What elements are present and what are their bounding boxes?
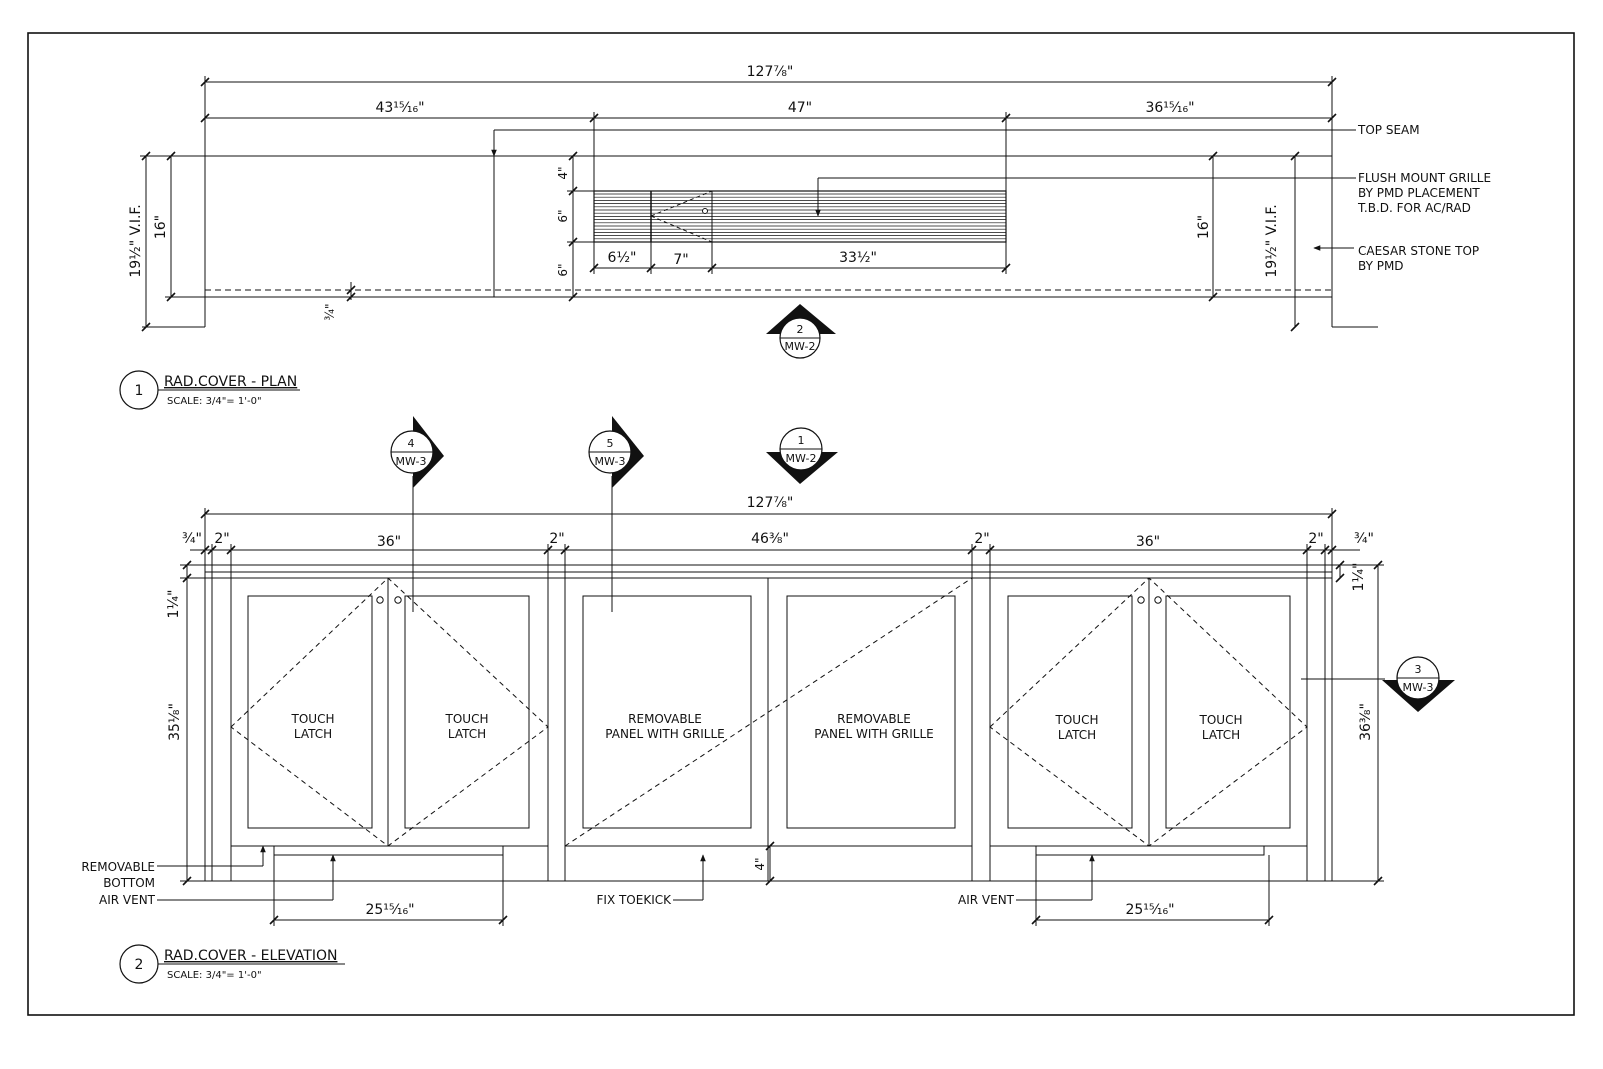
panel-1-label-b: LATCH [294, 727, 332, 741]
plan-note-top-seam: TOP SEAM [1357, 123, 1420, 137]
plan-dim-grille-top: 4" [556, 166, 570, 179]
svg-text:SCALE: 3/4"= 1'-0": SCALE: 3/4"= 1'-0" [167, 970, 262, 981]
svg-text:MW-3: MW-3 [1403, 681, 1434, 694]
panel-2 [404, 595, 530, 829]
plan-note-top-2: BY PMD [1358, 259, 1404, 273]
elev-section-tag-1: 1 MW-2 [766, 427, 838, 484]
elev-dim-stile-l: 2" [214, 531, 229, 547]
plan-dim-edge: ¾" [323, 303, 337, 320]
svg-text:MW-3: MW-3 [396, 455, 427, 468]
panel-3 [582, 595, 752, 829]
elev-note-removable-bottom-b: BOTTOM [103, 876, 155, 890]
elev-note-fix-toekick: FIX TOEKICK [597, 893, 673, 907]
plan-note-grille-1: FLUSH MOUNT GRILLE [1358, 171, 1491, 185]
svg-text:1: 1 [798, 434, 805, 447]
svg-text:RAD.COVER - ELEVATION: RAD.COVER - ELEVATION [164, 948, 337, 964]
elev-dim-height-r: 36⅜" [1358, 703, 1374, 741]
elev-dim-vent-r: 25¹⁵⁄₁₆" [1125, 902, 1174, 918]
plan-dim-right: 36¹⁵⁄₁₆" [1145, 100, 1194, 116]
plan-grille [593, 190, 1007, 243]
svg-text:4: 4 [408, 437, 415, 450]
elev-dim-vent-l: 25¹⁵⁄₁₆" [365, 902, 414, 918]
panel-5-label-a: TOUCH [1055, 713, 1099, 727]
plan-dim-grille-height: 6" [556, 209, 570, 222]
panel-5 [1007, 595, 1133, 829]
elev-dim-center: 46⅜" [751, 531, 789, 547]
plan-dim-seg-c: 33½" [839, 250, 877, 266]
elev-dim-top-l: 1¼" [166, 590, 182, 619]
svg-text:2: 2 [797, 323, 804, 336]
plan-note-top-1: CAESAR STONE TOP [1358, 244, 1479, 258]
elev-note-removable-bottom-a: REMOVABLE [81, 860, 155, 874]
plan-note-grille-2: BY PMD PLACEMENT [1358, 186, 1480, 200]
plan-dim-grille-bottom: 6" [556, 263, 570, 276]
panel-4 [786, 595, 956, 829]
panel-6 [1165, 595, 1291, 829]
plan-title-block: 1 RAD.COVER - PLAN SCALE: 3/4"= 1'-0" [119, 370, 300, 410]
elev-section-tag-5: 5 MW-3 [588, 416, 644, 488]
elev-dim-door-l: 36" [377, 534, 401, 550]
elevation-view [157, 476, 1385, 926]
panel-2-label-a: TOUCH [445, 712, 489, 726]
elev-section-tag-3: 3 MW-3 [1382, 656, 1455, 712]
panel-1-label-a: TOUCH [291, 712, 335, 726]
svg-text:MW-2: MW-2 [785, 340, 816, 353]
elev-dim-edge-r: ¾" [1354, 531, 1374, 547]
elev-dim-stile-r: 2" [1308, 531, 1323, 547]
elev-dim-door-r: 36" [1136, 534, 1160, 550]
panel-6-label-b: LATCH [1202, 728, 1240, 742]
plan-dim-seg-b: 7" [673, 252, 688, 268]
svg-text:RAD.COVER - PLAN: RAD.COVER - PLAN [164, 374, 297, 390]
elev-dim-toekick: 4" [753, 857, 767, 870]
plan-dim-overall: 127⅞" [747, 64, 794, 80]
sheet-border [27, 32, 1575, 1016]
plan-dim-depth-right-inner: 16" [1196, 215, 1212, 239]
elev-dim-stile-m1: 2" [549, 531, 564, 547]
elev-dim-height-l: 35⅛" [167, 703, 183, 741]
svg-text:SCALE: 3/4"= 1'-0": SCALE: 3/4"= 1'-0" [167, 396, 262, 407]
plan-note-grille-3: T.B.D. FOR AC/RAD [1357, 201, 1471, 215]
svg-text:1: 1 [135, 383, 144, 399]
panel-3-label-a: REMOVABLE [628, 712, 702, 726]
elev-dim-overall: 127⅞" [747, 495, 794, 511]
plan-dim-middle: 47" [788, 100, 812, 116]
svg-text:MW-3: MW-3 [595, 455, 626, 468]
panel-4-label-b: PANEL WITH GRILLE [814, 727, 933, 741]
elevation-title-block: 2 RAD.COVER - ELEVATION SCALE: 3/4"= 1'-… [119, 944, 345, 984]
panel-6-label-a: TOUCH [1199, 713, 1243, 727]
svg-text:3: 3 [1415, 663, 1422, 676]
elev-note-air-vent-r: AIR VENT [958, 893, 1015, 907]
plan-dim-depth-left-outer: 19½" V.I.F. [128, 204, 144, 277]
plan-view [140, 76, 1378, 332]
svg-text:2: 2 [135, 957, 144, 973]
panel-2-label-b: LATCH [448, 727, 486, 741]
plan-section-tag: 2 MW-2 [766, 304, 836, 359]
svg-text:MW-2: MW-2 [786, 452, 817, 465]
elev-dim-stile-m2: 2" [974, 531, 989, 547]
elev-section-tag-4: 4 MW-3 [390, 416, 444, 488]
plan-dim-depth-right-outer: 19½" V.I.F. [1264, 204, 1280, 277]
panel-4-label-a: REMOVABLE [837, 712, 911, 726]
panel-5-label-b: LATCH [1058, 728, 1096, 742]
plan-dim-depth-left-inner: 16" [153, 215, 169, 239]
elev-note-air-vent-l: AIR VENT [99, 893, 156, 907]
plan-dim-seg-a: 6½" [608, 250, 637, 266]
panel-3-label-b: PANEL WITH GRILLE [605, 727, 724, 741]
elev-dim-top-r: 1¼" [1351, 563, 1367, 592]
panel-1 [247, 595, 373, 829]
elev-dim-edge-l: ¾" [182, 531, 202, 547]
svg-text:5: 5 [607, 437, 614, 450]
plan-dim-left: 43¹⁵⁄₁₆" [375, 100, 424, 116]
plan-outline [204, 155, 1333, 298]
